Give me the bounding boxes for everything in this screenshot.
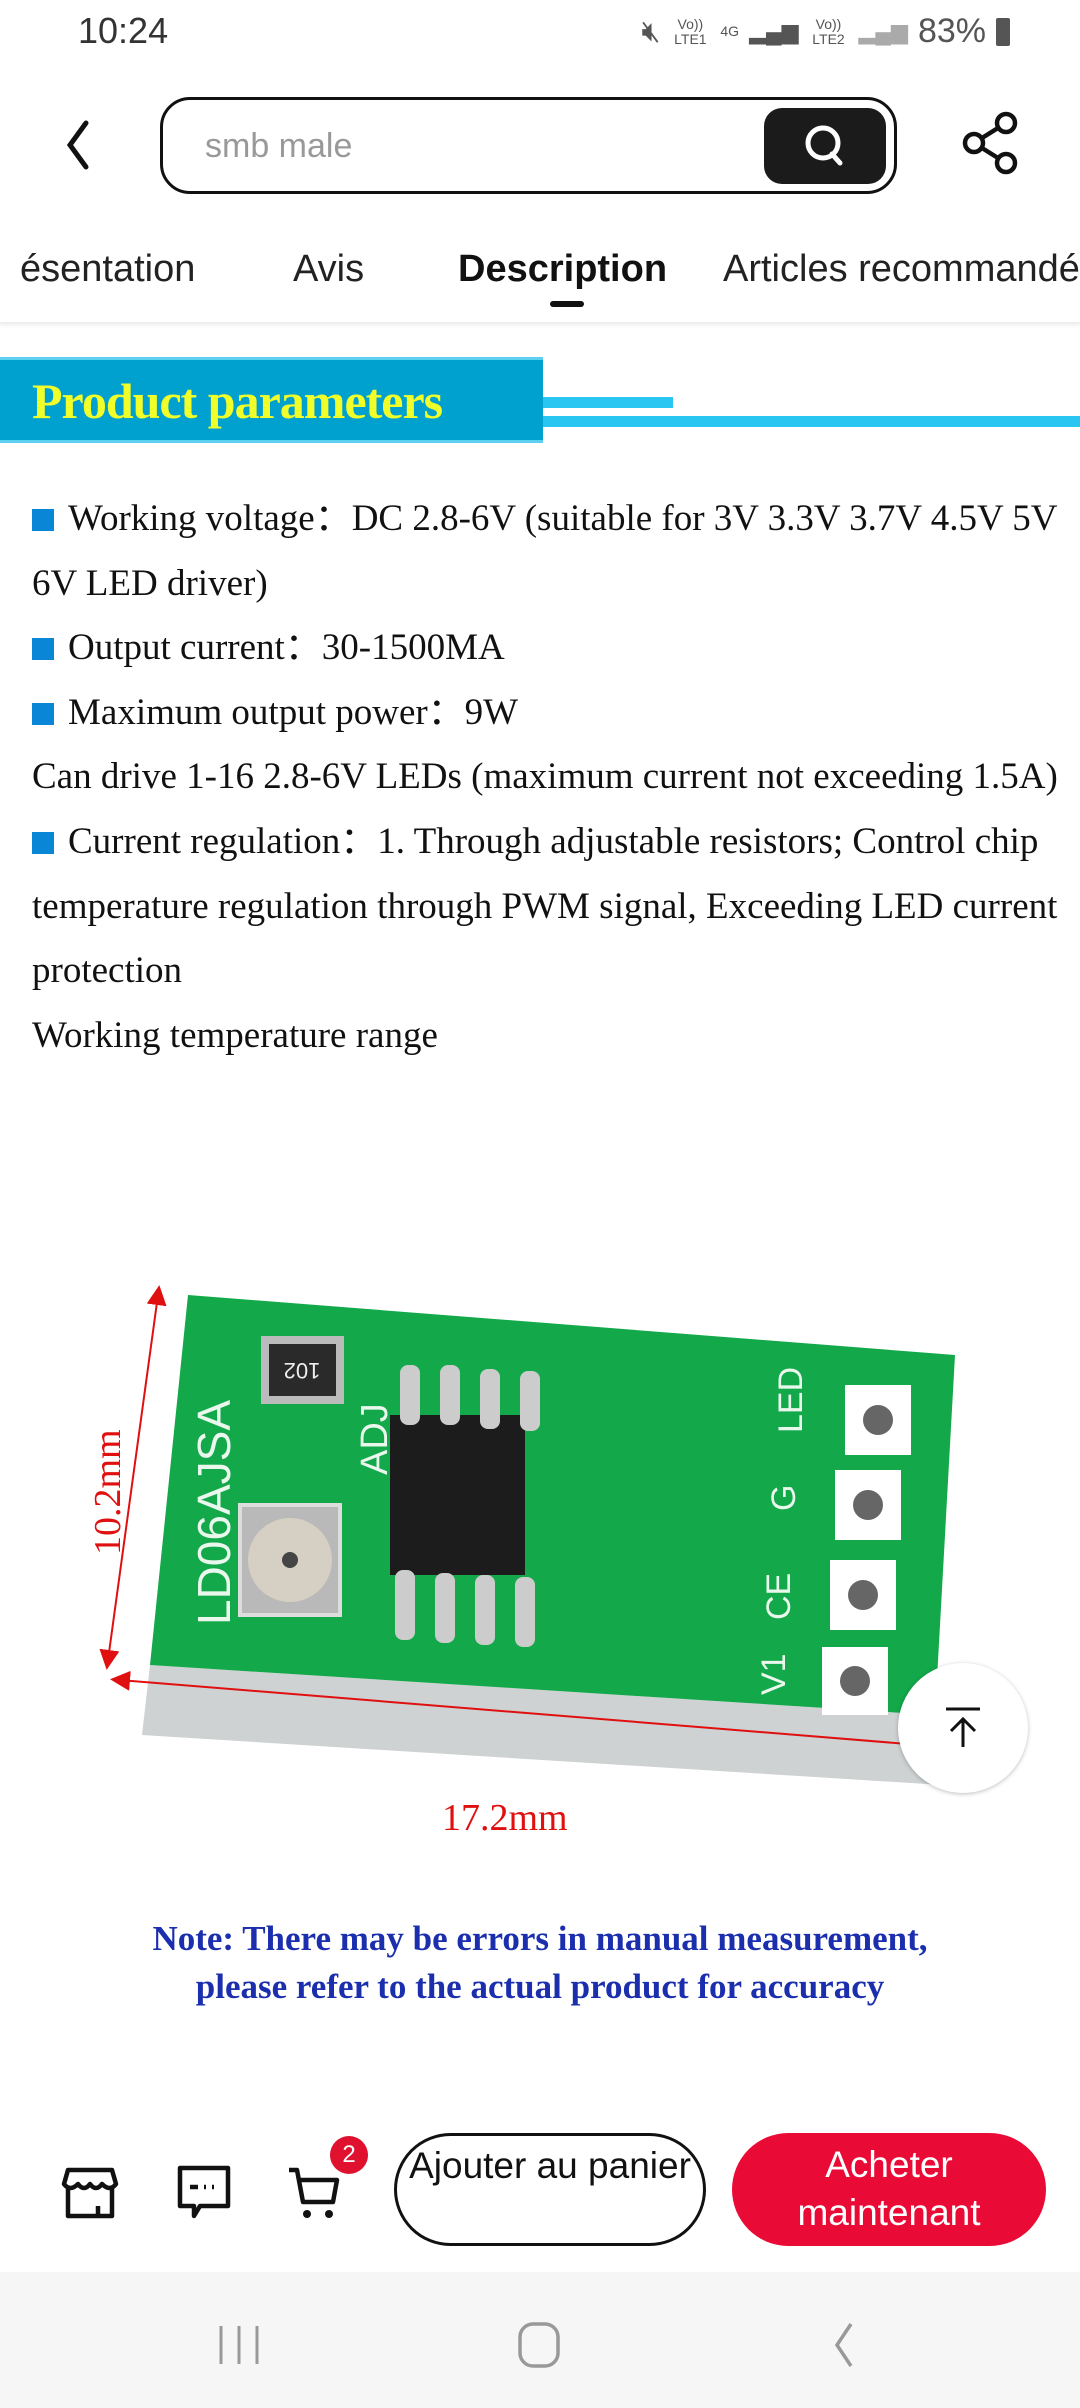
tab-avis[interactable]: Avis xyxy=(293,248,365,290)
status-time: 10:24 xyxy=(78,10,169,51)
arrow-up-icon xyxy=(946,1707,980,1747)
pin-label: CE xyxy=(760,1573,798,1620)
note-line: Note: There may be errors in manual meas… xyxy=(152,1919,928,1958)
product-parameters: Working voltage：DC 2.8-6V (suitable for … xyxy=(32,487,1062,1068)
bullet-icon xyxy=(32,509,54,531)
pin-label: LED xyxy=(772,1367,810,1433)
product-image: 102 LD06AJSA ADJ LED G CE V1 10.2mm 17.2… xyxy=(87,1285,955,1839)
pcb-board xyxy=(150,1295,955,1715)
board-label: LD06AJSA xyxy=(188,1400,240,1625)
pin-label: V1 xyxy=(755,1653,793,1695)
status-icons: 🔇︎ Vo)) LTE1 4G ▂▄▆ Vo)) LTE2 ▂▄▆ 83% xyxy=(641,12,1010,51)
bullet-icon xyxy=(32,638,54,661)
store-icon[interactable] xyxy=(58,2160,122,2224)
param-item: Output current：30-1500MA xyxy=(32,616,1062,681)
banner-title: Product parameters xyxy=(32,373,443,429)
status-bar: 10:24 🔇︎ Vo)) LTE1 4G ▂▄▆ Vo)) LTE2 ▂▄▆ … xyxy=(0,0,1080,70)
sim2-label: Vo)) LTE2 xyxy=(812,15,845,47)
cart-icon[interactable] xyxy=(285,2160,349,2224)
height-dimension: 10.2mm xyxy=(87,1429,129,1555)
tab-description[interactable]: Description xyxy=(458,248,668,290)
active-tab-indicator xyxy=(550,301,584,307)
home-icon[interactable] xyxy=(515,2320,565,2370)
add-to-cart-button[interactable]: Ajouter au panier xyxy=(394,2133,706,2246)
param-item: Working voltage：DC 2.8-6V (suitable for … xyxy=(32,498,1057,604)
search-bar[interactable] xyxy=(160,97,897,194)
bullet-icon xyxy=(32,702,54,725)
back-icon[interactable] xyxy=(58,115,98,175)
chat-icon[interactable] xyxy=(172,2160,236,2224)
buy-now-button[interactable]: Acheter maintenant xyxy=(732,2133,1046,2246)
note-line: please refer to the actual product for a… xyxy=(195,1967,885,2006)
param-item: Current regulation：1. Through adjustable… xyxy=(32,820,1058,992)
tab-recommended[interactable]: Articles recommandés xyxy=(723,248,1080,290)
tab-bar: ésentation Avis Description Articles rec… xyxy=(0,240,1080,324)
bullet-icon xyxy=(32,831,54,854)
param-item: Maximum output power：9W xyxy=(32,681,1062,746)
network-label: 4G xyxy=(720,23,740,39)
search-icon xyxy=(805,125,843,166)
resistor xyxy=(261,1336,344,1404)
sim1-label: Vo)) LTE1 xyxy=(674,15,707,47)
signal-icon: ▂▄▆ xyxy=(749,18,799,44)
adj-label: ADJ xyxy=(354,1403,396,1475)
search-button[interactable] xyxy=(764,108,886,184)
cart-count-badge: 2 xyxy=(330,2136,368,2174)
system-nav-bar xyxy=(0,2272,1080,2408)
tab-presentation[interactable]: ésentation xyxy=(20,248,196,290)
search-input[interactable] xyxy=(205,122,705,170)
section-banner: Product parameters xyxy=(0,357,543,443)
mute-icon: 🔇︎ xyxy=(641,14,661,48)
banner-decoration xyxy=(543,416,1080,427)
width-dimension: 17.2mm xyxy=(442,1797,568,1839)
ic-chip xyxy=(390,1365,540,1647)
battery-level: 83% xyxy=(917,12,986,50)
measurement-note: Note: There may be errors in manual meas… xyxy=(0,1915,1080,2011)
recent-apps-icon[interactable] xyxy=(215,2322,265,2368)
banner-decoration xyxy=(543,397,673,408)
battery-icon xyxy=(996,17,1010,46)
resistor-code: 102 xyxy=(284,1358,321,1383)
share-icon[interactable] xyxy=(960,110,1026,176)
param-item: Working temperature range xyxy=(32,1014,438,1056)
scroll-to-top-button[interactable] xyxy=(898,1663,1028,1793)
param-item: Can drive 1-16 2.8-6V LEDs (maximum curr… xyxy=(32,756,1058,798)
back-nav-icon[interactable] xyxy=(825,2320,865,2370)
pin-label: G xyxy=(765,1485,803,1511)
height-dimension-line xyxy=(99,1285,167,1670)
width-dimension-line xyxy=(110,1670,930,1755)
signal-icon: ▂▄▆ xyxy=(858,18,908,44)
